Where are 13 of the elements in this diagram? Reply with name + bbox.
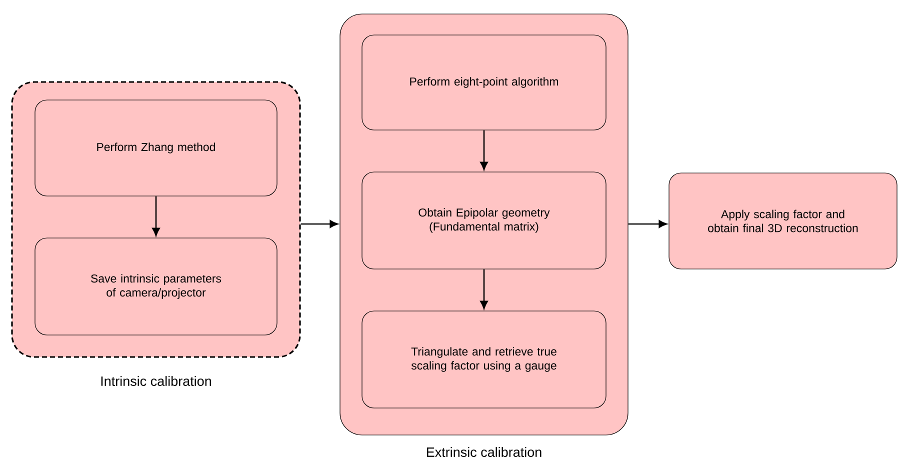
process-box: Perform Zhang method <box>34 100 278 196</box>
arrow <box>480 130 488 170</box>
arrow <box>480 269 488 310</box>
process-box: Apply scaling factor and obtain final 3D reconstruction <box>668 172 898 270</box>
process-box: Triangulate and retrieve true scaling factor using a gauge <box>362 310 606 408</box>
process-box: Save intrinsic parameters of camera/projector <box>34 238 278 336</box>
arrow <box>152 196 160 236</box>
arrow <box>300 220 338 228</box>
process-box: Perform eight-point algorithm <box>362 34 606 130</box>
group-title: Extrinsic calibration <box>426 447 542 457</box>
process-box: Obtain Epipolar geometry (Fundamental matrix) <box>362 172 606 270</box>
group-title: Intrinsic calibration <box>101 376 211 386</box>
arrow <box>628 220 668 228</box>
